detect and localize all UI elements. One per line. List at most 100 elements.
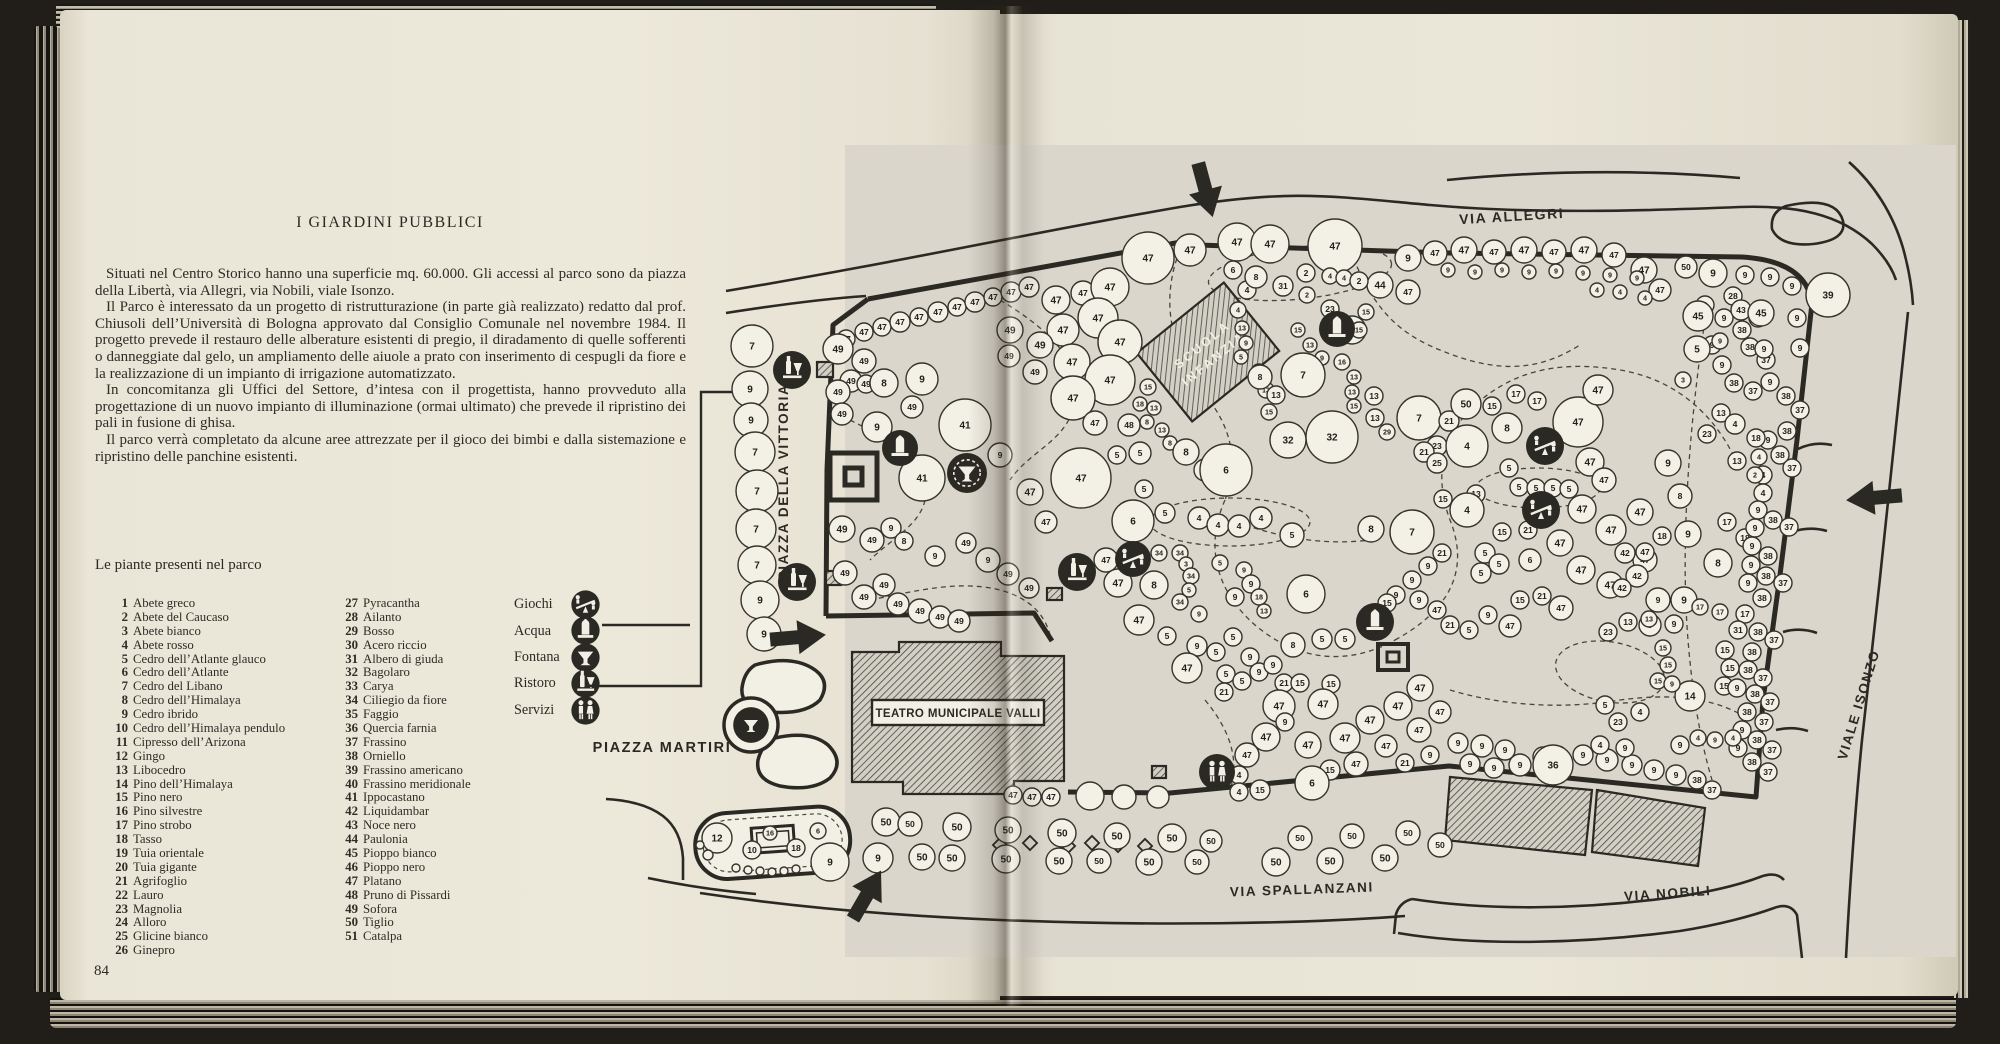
tree: 9 — [1467, 264, 1483, 280]
tree: 49 — [822, 333, 854, 365]
tree-number: 9 — [1768, 377, 1773, 387]
tree: 47 — [1090, 267, 1130, 307]
tree: 50 — [991, 844, 1021, 874]
tree-number: 47 — [1599, 475, 1609, 485]
tree-number: 8 — [1151, 581, 1157, 592]
tree-number: 47 — [1609, 250, 1619, 260]
plant-number: 42 — [345, 804, 358, 819]
map-icon-giochi — [1115, 541, 1151, 577]
tree: 41 — [938, 398, 992, 452]
tree-number: 5 — [1517, 482, 1522, 492]
tree: 38 — [1724, 373, 1744, 393]
tree: 2 — [1296, 263, 1316, 283]
tree: 47 — [1546, 529, 1574, 557]
tree: 9 — [1645, 587, 1671, 613]
tree: 47 — [1450, 236, 1478, 264]
plant-number: 12 — [115, 748, 128, 763]
tree: 38 — [1687, 770, 1707, 790]
plant-name: Platano — [363, 873, 402, 888]
map-icon-ristoro — [773, 351, 811, 389]
tree-number: 6 — [816, 827, 820, 836]
tree-number: 4 — [1757, 453, 1761, 462]
tree-number: 21 — [1400, 758, 1410, 768]
tree: 9 — [1447, 732, 1469, 754]
tree: 47 — [1173, 233, 1207, 267]
tree: 8 — [1244, 265, 1268, 289]
tree: 37 — [1782, 458, 1802, 478]
tree-number: 5 — [1214, 647, 1219, 657]
tree-number: 13 — [1471, 489, 1481, 499]
tree: 31 — [1728, 620, 1748, 640]
tree-number: 47 — [1604, 581, 1616, 592]
tree: 36 — [1532, 744, 1574, 786]
tree-number: 4 — [1236, 306, 1240, 315]
tree: 41 — [898, 454, 946, 502]
tree: 37 — [1754, 712, 1774, 732]
plant-number: 47 — [345, 873, 358, 888]
plant-name: Glicine bianco — [133, 929, 208, 944]
plant-number: 18 — [115, 832, 128, 847]
tree-number: 5 — [1239, 353, 1243, 362]
plant-number: 51 — [345, 929, 358, 944]
tree: 47 — [1355, 705, 1385, 735]
tree-number: 47 — [1302, 741, 1314, 752]
plant-name: Ginepro — [133, 943, 175, 958]
tree: 38 — [1745, 684, 1765, 704]
ristoro-icon — [571, 669, 600, 698]
tree-number: 42 — [1617, 583, 1627, 593]
plant-name: Catalpa — [363, 929, 403, 944]
map-icon-acqua — [571, 616, 600, 646]
plant-number: 24 — [115, 915, 128, 930]
tree-number: 47 — [970, 297, 980, 307]
tree-number: 47 — [1024, 282, 1034, 292]
tree: 4 — [1249, 506, 1273, 530]
tree-number: 18 — [1255, 593, 1263, 602]
tree-number: 15 — [1487, 401, 1497, 411]
entrance-arrow — [1189, 161, 1222, 218]
tree: 38 — [1777, 421, 1797, 441]
tree-number: 9 — [1500, 266, 1504, 275]
tree: 6 — [1199, 443, 1253, 497]
tree: 9 — [1663, 675, 1681, 693]
tree: 47 — [1582, 374, 1614, 406]
tree-number: 21 — [1219, 687, 1229, 697]
tree: 9 — [1664, 614, 1684, 634]
tree — [731, 863, 741, 873]
tree: 39 — [1805, 272, 1851, 318]
tree: 23 — [1697, 424, 1717, 444]
tree-number: 4 — [1761, 488, 1766, 498]
tree: 37 — [1758, 762, 1778, 782]
tree-number: 47 — [1184, 246, 1196, 257]
tree-number: 49 — [954, 616, 964, 626]
tree-number: 21 — [1537, 591, 1547, 601]
tree-number: 5 — [1483, 548, 1488, 558]
tree-number: 4 — [1245, 285, 1250, 295]
tree-number: 49 — [879, 580, 889, 590]
tree: 9 — [1698, 258, 1728, 288]
street-label: PIAZZA DELLA VITTORIA — [776, 384, 791, 581]
tree: 21 — [1214, 682, 1234, 702]
entrance-arrow — [769, 620, 826, 655]
tree-number: 47 — [1046, 792, 1056, 802]
plant-number: 14 — [115, 776, 128, 791]
tree-number: 17 — [1511, 389, 1521, 399]
street-label: VIA ALLEGRI — [1459, 205, 1565, 227]
tree-number: 49 — [1024, 583, 1034, 593]
tree: 9 — [1782, 276, 1802, 296]
tree: 47 — [1552, 396, 1604, 448]
tree: 9 — [1674, 520, 1702, 548]
tree-number: 18 — [1136, 400, 1144, 409]
tree-number: 38 — [1752, 735, 1762, 745]
plant-number: 38 — [345, 748, 358, 763]
tree: 9 — [1738, 573, 1758, 593]
legend-label: Acqua — [514, 622, 552, 639]
tree: 47 — [1123, 604, 1155, 636]
tree-number: 9 — [1248, 652, 1253, 662]
tree-number: 9 — [1722, 313, 1727, 323]
tree-number: 38 — [1743, 665, 1753, 675]
tree: 9 — [1754, 339, 1774, 359]
